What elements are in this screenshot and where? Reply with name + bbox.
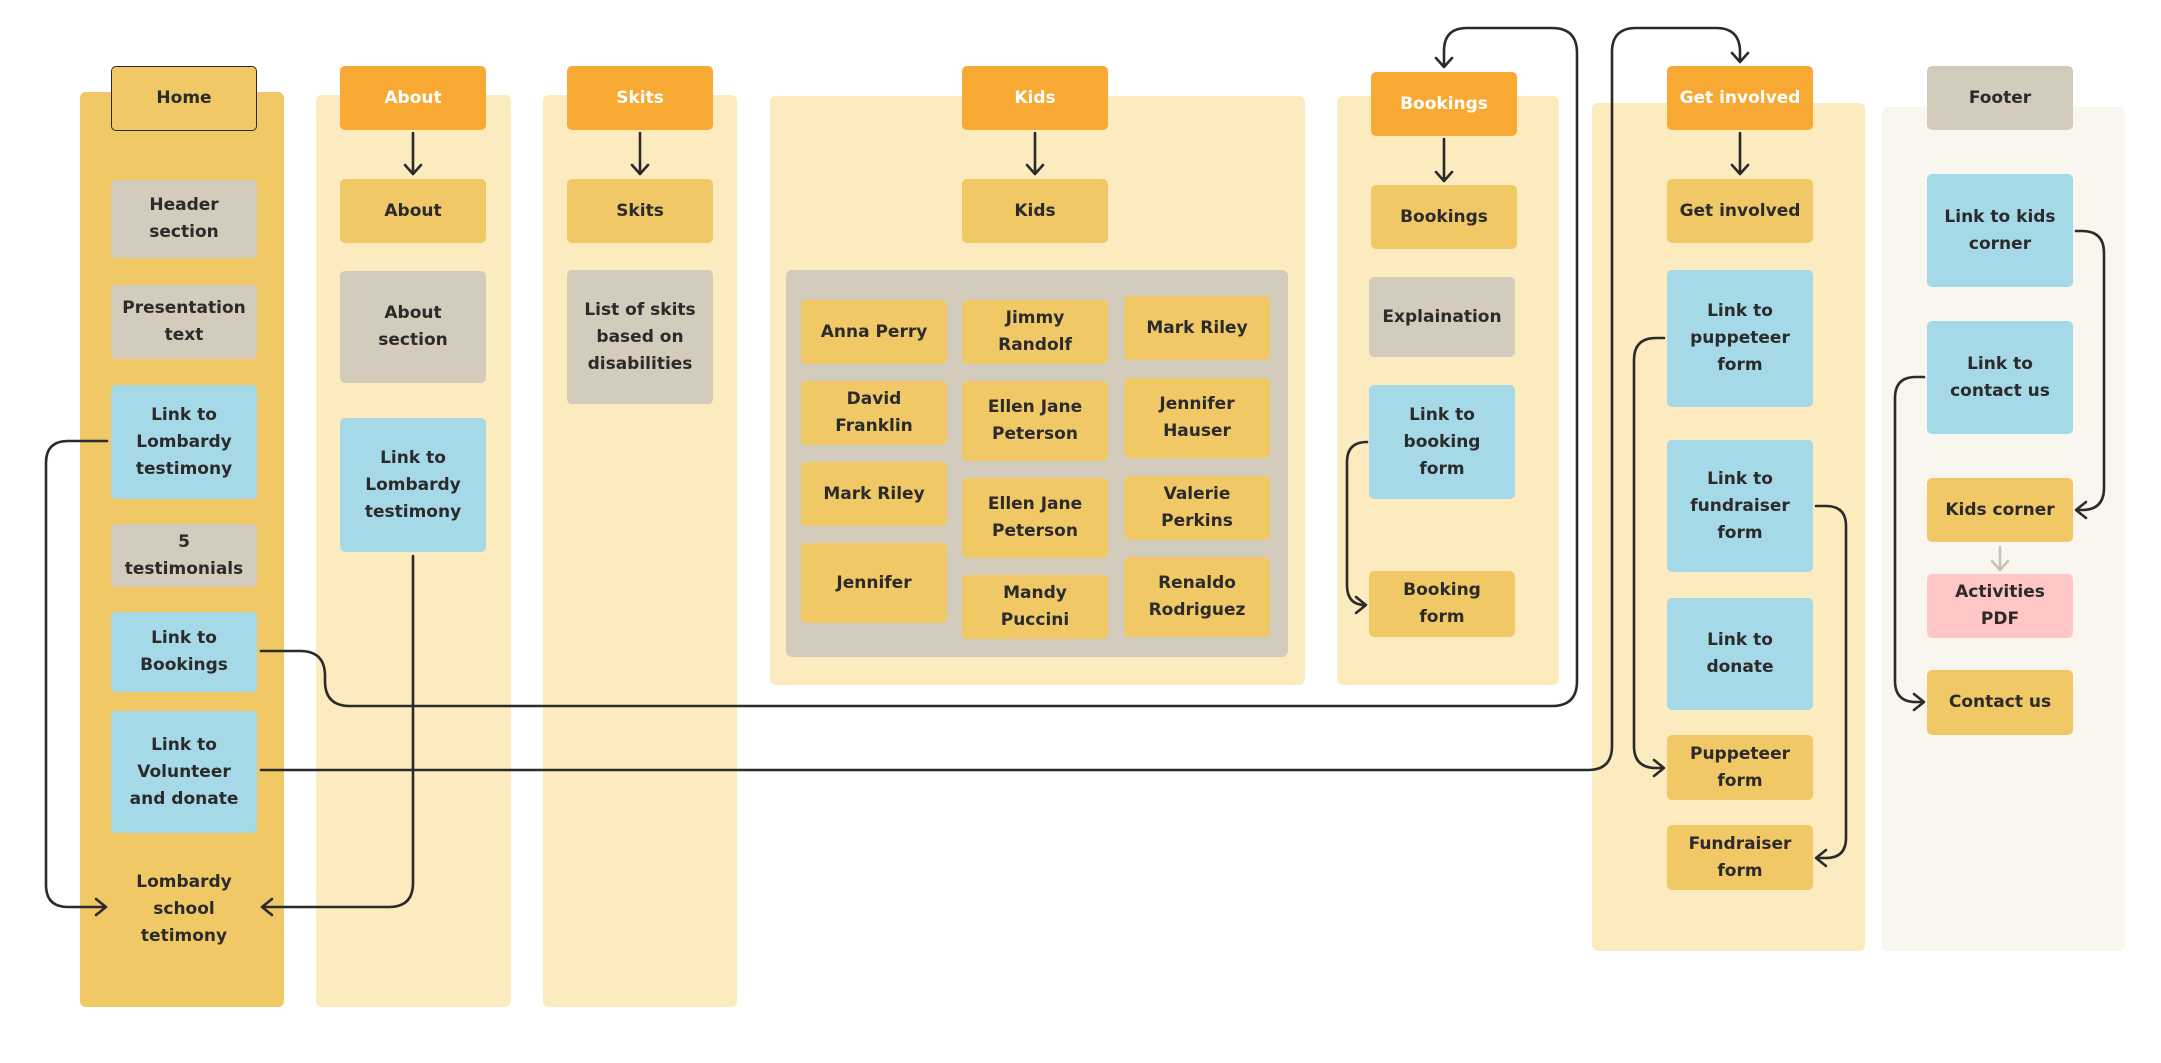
connector-volunteer bbox=[259, 26, 1750, 772]
about-header[interactable]: About bbox=[340, 66, 486, 130]
arrow-activities-pdf bbox=[1990, 545, 2010, 572]
puppeteer-form[interactable]: Puppeteer form bbox=[1667, 735, 1813, 800]
kid-ellen-jane-peterson-1[interactable]: Ellen Jane Peterson bbox=[962, 381, 1108, 461]
kid-mark-riley-1[interactable]: Mark Riley bbox=[1124, 296, 1270, 360]
kid-mandy-puccini[interactable]: Mandy Puccini bbox=[962, 575, 1108, 639]
home-link-lombardy[interactable]: Link to Lombardy testimony bbox=[111, 385, 257, 499]
kid-valerie-perkins[interactable]: Valerie Perkins bbox=[1124, 476, 1270, 540]
arrow-get-involved bbox=[1730, 131, 1750, 176]
kids-header[interactable]: Kids bbox=[962, 66, 1108, 130]
arrow-skits bbox=[630, 131, 650, 176]
kid-anna-perry[interactable]: Anna Perry bbox=[801, 300, 947, 364]
home-header-section[interactable]: Header section bbox=[111, 180, 257, 258]
skits-header[interactable]: Skits bbox=[567, 66, 713, 130]
kid-jennifer[interactable]: Jennifer bbox=[801, 543, 947, 623]
footer-link-kids-corner[interactable]: Link to kids corner bbox=[1927, 174, 2073, 287]
link-fundraiser-form[interactable]: Link to fundraiser form bbox=[1667, 440, 1813, 572]
link-donate[interactable]: Link to donate bbox=[1667, 598, 1813, 710]
get-involved-page[interactable]: Get involved bbox=[1667, 179, 1813, 243]
skits-column bbox=[543, 95, 737, 1007]
about-link-lombardy[interactable]: Link to Lombardy testimony bbox=[340, 418, 486, 552]
kid-ellen-jane-peterson-2[interactable]: Ellen Jane Peterson bbox=[962, 478, 1108, 558]
bookings-page[interactable]: Bookings bbox=[1371, 185, 1517, 249]
kid-david-franklin[interactable]: David Franklin bbox=[801, 381, 947, 445]
link-puppeteer-form[interactable]: Link to puppeteer form bbox=[1667, 270, 1813, 407]
skits-page[interactable]: Skits bbox=[567, 179, 713, 243]
connector-contact bbox=[1893, 375, 1926, 712]
bookings-link-form[interactable]: Link to booking form bbox=[1369, 385, 1515, 499]
home-lombardy-school: Lombardy school tetimony bbox=[136, 871, 232, 946]
footer-header[interactable]: Footer bbox=[1927, 66, 2073, 130]
about-section[interactable]: About section bbox=[340, 271, 486, 383]
home-link-bookings[interactable]: Link to Bookings bbox=[111, 612, 257, 692]
connector-puppeteer bbox=[1632, 336, 1666, 778]
arrow-bookings bbox=[1434, 137, 1454, 183]
connector-home-lombardy bbox=[44, 439, 109, 917]
kids-page[interactable]: Kids bbox=[962, 179, 1108, 243]
about-page[interactable]: About bbox=[340, 179, 486, 243]
contact-us[interactable]: Contact us bbox=[1927, 670, 2073, 735]
footer-link-contact[interactable]: Link to contact us bbox=[1927, 321, 2073, 434]
home-presentation-text[interactable]: Presentation text bbox=[111, 285, 257, 359]
kid-renaldo-rodriguez[interactable]: Renaldo Rodriguez bbox=[1124, 557, 1270, 637]
kid-mark-riley-2[interactable]: Mark Riley bbox=[801, 462, 947, 526]
arrow-about bbox=[403, 131, 423, 176]
fundraiser-form[interactable]: Fundraiser form bbox=[1667, 825, 1813, 890]
connector-kids-corner bbox=[2074, 229, 2106, 520]
kid-jimmy-randolf[interactable]: Jimmy Randolf bbox=[962, 300, 1108, 364]
skits-list[interactable]: List of skits based on disabilities bbox=[567, 270, 713, 404]
arrow-kids bbox=[1025, 131, 1045, 176]
connector-fundraiser bbox=[1814, 504, 1848, 868]
home-link-volunteer[interactable]: Link to Volunteer and donate bbox=[111, 711, 257, 833]
connector-booking-form bbox=[1345, 440, 1369, 615]
kids-corner[interactable]: Kids corner bbox=[1927, 478, 2073, 542]
connector-about-lombardy bbox=[260, 554, 415, 917]
home-testimonials[interactable]: 5 testimonials bbox=[111, 524, 257, 587]
bookings-explanation[interactable]: Explaination bbox=[1369, 277, 1515, 357]
kid-jennifer-hauser[interactable]: Jennifer Hauser bbox=[1124, 378, 1270, 458]
bookings-header[interactable]: Bookings bbox=[1371, 72, 1517, 136]
activities-pdf[interactable]: Activities PDF bbox=[1927, 574, 2073, 638]
connector-bookings bbox=[259, 26, 1579, 708]
bookings-form[interactable]: Booking form bbox=[1369, 571, 1515, 637]
home-header[interactable]: Home bbox=[111, 66, 257, 131]
get-involved-header[interactable]: Get involved bbox=[1667, 66, 1813, 130]
